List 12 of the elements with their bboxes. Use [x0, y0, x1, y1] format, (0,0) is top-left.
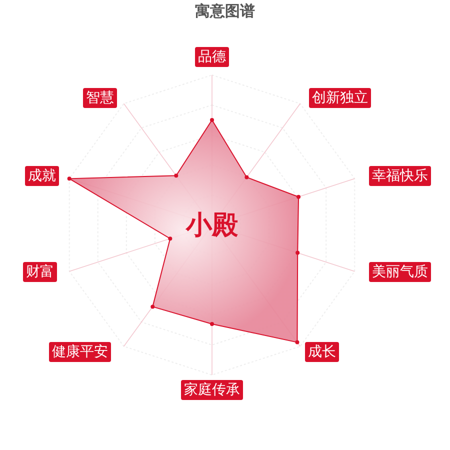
axis-label: 成长 [305, 342, 339, 362]
axis-label: 成就 [25, 166, 59, 186]
axis-label: 家庭传承 [181, 380, 243, 400]
axis-label: 创新独立 [309, 88, 371, 108]
axis-label: 智慧 [83, 88, 117, 108]
axis-label: 健康平安 [49, 342, 111, 362]
axis-label: 财富 [23, 262, 57, 282]
axis-label: 美丽气质 [369, 262, 431, 282]
axis-label: 品德 [195, 47, 229, 67]
chart-title: 寓意图谱 [194, 2, 256, 21]
axis-label: 幸福快乐 [369, 166, 431, 186]
center-name: 小殿 [186, 210, 238, 242]
